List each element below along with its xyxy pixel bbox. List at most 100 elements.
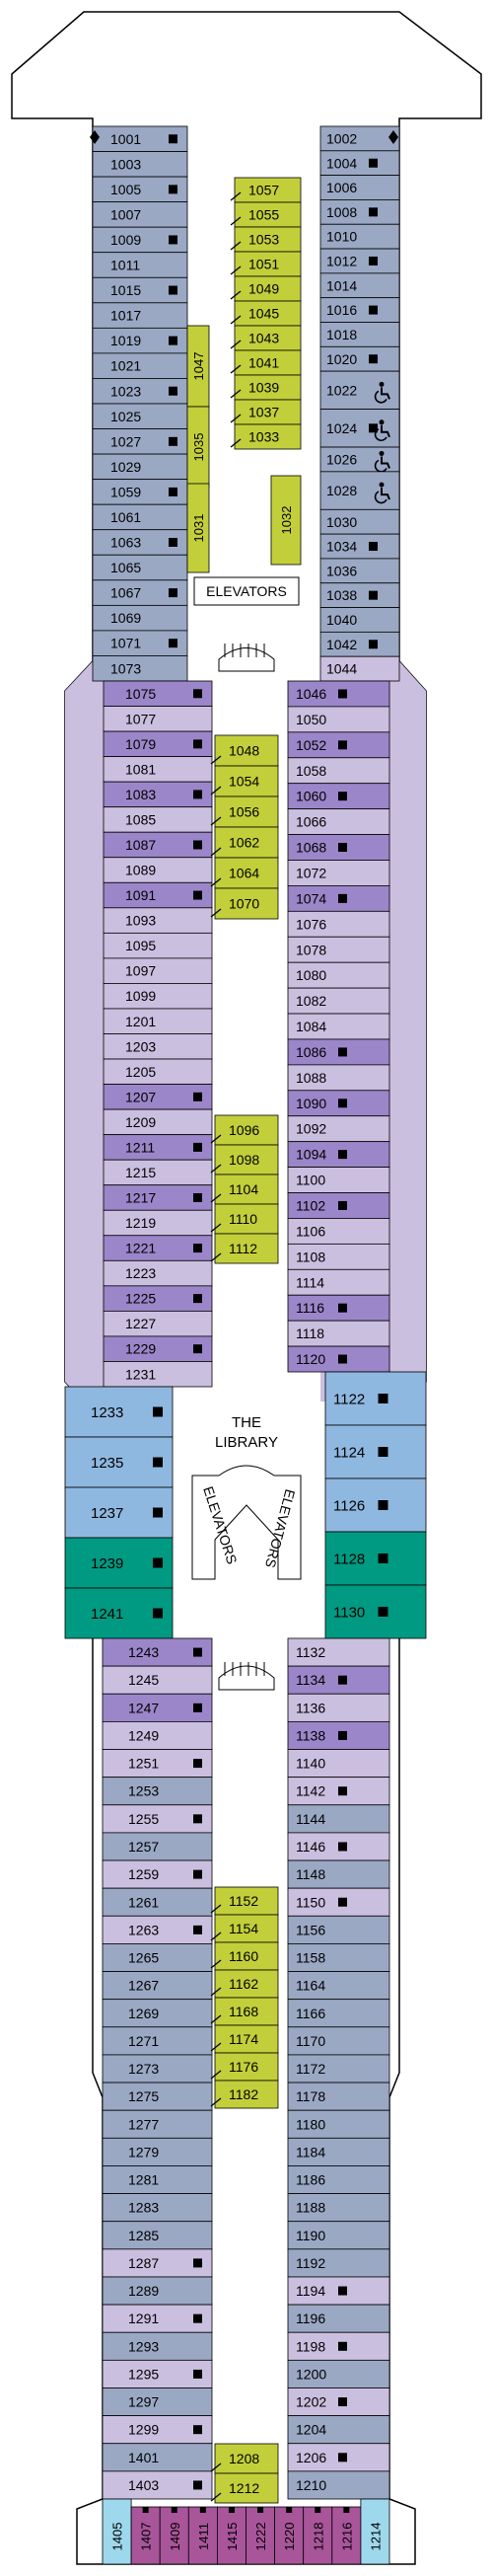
cabin-1031[interactable]: 1031 xyxy=(186,483,210,573)
cabin-1082[interactable]: 1082 xyxy=(287,987,390,1015)
cabin-1005[interactable]: 1005 xyxy=(92,176,188,203)
cabin-1051[interactable]: 1051 xyxy=(230,251,302,277)
cabin-1043[interactable]: 1043 xyxy=(230,325,302,351)
cabin-1003[interactable]: 1003 xyxy=(92,151,188,178)
cabin-1088[interactable]: 1088 xyxy=(287,1064,390,1092)
cabin-1027[interactable]: 1027 xyxy=(92,428,188,455)
cabin-1203[interactable]: 1203 xyxy=(103,1033,213,1060)
cabin-1235[interactable]: 1235 xyxy=(64,1436,174,1488)
cabin-1096[interactable]: 1096 xyxy=(210,1114,279,1146)
cabin-1094[interactable]: 1094 xyxy=(287,1141,390,1168)
cabin-1010[interactable]: 1010 xyxy=(319,223,400,250)
cabin-1016[interactable]: 1016 xyxy=(319,297,400,323)
cabin-1015[interactable]: 1015 xyxy=(92,276,188,304)
cabin-1062[interactable]: 1062 xyxy=(210,826,279,859)
cabin-1075[interactable]: 1075 xyxy=(103,680,213,707)
cabin-1076[interactable]: 1076 xyxy=(287,910,390,938)
cabin-1140[interactable]: 1140 xyxy=(287,1749,390,1779)
cabin-1174[interactable]: 1174 xyxy=(210,2024,279,2054)
cabin-1158[interactable]: 1158 xyxy=(287,1943,390,1972)
cabin-1108[interactable]: 1108 xyxy=(287,1243,390,1270)
cabin-1227[interactable]: 1227 xyxy=(103,1310,213,1337)
cabin-1259[interactable]: 1259 xyxy=(102,1859,213,1889)
cabin-1066[interactable]: 1066 xyxy=(287,808,390,835)
cabin-1077[interactable]: 1077 xyxy=(103,706,213,732)
cabin-1012[interactable]: 1012 xyxy=(319,248,400,274)
cabin-1033[interactable]: 1033 xyxy=(230,423,302,450)
cabin-1055[interactable]: 1055 xyxy=(230,201,302,228)
cabin-1221[interactable]: 1221 xyxy=(103,1235,213,1261)
cabin-1281[interactable]: 1281 xyxy=(102,2165,213,2194)
cabin-1198[interactable]: 1198 xyxy=(287,2331,390,2361)
cabin-1087[interactable]: 1087 xyxy=(103,831,213,859)
cabin-1275[interactable]: 1275 xyxy=(102,2082,213,2111)
cabin-1029[interactable]: 1029 xyxy=(92,453,188,481)
cabin-1265[interactable]: 1265 xyxy=(102,1943,213,1972)
cabin-1263[interactable]: 1263 xyxy=(102,1915,213,1944)
cabin-1063[interactable]: 1063 xyxy=(92,529,188,556)
cabin-1042[interactable]: 1042 xyxy=(319,631,400,657)
cabin-1287[interactable]: 1287 xyxy=(102,2248,213,2278)
cabin-1211[interactable]: 1211 xyxy=(103,1134,213,1161)
cabin-1018[interactable]: 1018 xyxy=(319,322,400,347)
cabin-1225[interactable]: 1225 xyxy=(103,1285,213,1312)
cabin-1222[interactable]: 1222 xyxy=(246,2506,276,2565)
cabin-1403[interactable]: 1403 xyxy=(102,2470,213,2500)
cabin-1086[interactable]: 1086 xyxy=(287,1038,390,1066)
cabin-1186[interactable]: 1186 xyxy=(287,2165,390,2194)
cabin-1091[interactable]: 1091 xyxy=(103,881,213,909)
cabin-1112[interactable]: 1112 xyxy=(210,1233,279,1264)
cabin-1241[interactable]: 1241 xyxy=(64,1587,174,1639)
cabin-1162[interactable]: 1162 xyxy=(210,1969,279,1999)
cabin-1014[interactable]: 1014 xyxy=(319,272,400,299)
cabin-1095[interactable]: 1095 xyxy=(103,932,213,959)
cabin-1212[interactable]: 1212 xyxy=(210,2472,279,2504)
cabin-1037[interactable]: 1037 xyxy=(230,399,302,425)
cabin-1065[interactable]: 1065 xyxy=(92,554,188,581)
cabin-1045[interactable]: 1045 xyxy=(230,300,302,327)
cabin-1233[interactable]: 1233 xyxy=(64,1386,174,1438)
cabin-1054[interactable]: 1054 xyxy=(210,765,279,797)
cabin-1407[interactable]: 1407 xyxy=(130,2506,161,2565)
cabin-1271[interactable]: 1271 xyxy=(102,2026,213,2056)
cabin-1231[interactable]: 1231 xyxy=(103,1361,213,1388)
cabin-1209[interactable]: 1209 xyxy=(103,1108,213,1136)
cabin-1126[interactable]: 1126 xyxy=(324,1477,427,1533)
cabin-1038[interactable]: 1038 xyxy=(319,582,400,608)
cabin-1057[interactable]: 1057 xyxy=(230,177,302,203)
cabin-1204[interactable]: 1204 xyxy=(287,2415,390,2445)
cabin-1058[interactable]: 1058 xyxy=(287,757,390,785)
cabin-1201[interactable]: 1201 xyxy=(103,1008,213,1034)
cabin-1080[interactable]: 1080 xyxy=(287,961,390,989)
cabin-1009[interactable]: 1009 xyxy=(92,226,188,254)
cabin-1034[interactable]: 1034 xyxy=(319,533,400,560)
cabin-1279[interactable]: 1279 xyxy=(102,2137,213,2166)
cabin-1251[interactable]: 1251 xyxy=(102,1749,213,1779)
cabin-1067[interactable]: 1067 xyxy=(92,579,188,606)
cabin-1021[interactable]: 1021 xyxy=(92,352,188,379)
cabin-1024[interactable]: 1024 xyxy=(319,409,400,448)
cabin-1202[interactable]: 1202 xyxy=(287,2387,390,2417)
cabin-1144[interactable]: 1144 xyxy=(287,1804,390,1834)
cabin-1001[interactable]: 1001 xyxy=(92,125,188,152)
cabin-1196[interactable]: 1196 xyxy=(287,2304,390,2333)
cabin-1295[interactable]: 1295 xyxy=(102,2359,213,2388)
cabin-1152[interactable]: 1152 xyxy=(210,1886,279,1916)
cabin-1092[interactable]: 1092 xyxy=(287,1115,390,1143)
cabin-1253[interactable]: 1253 xyxy=(102,1777,213,1806)
cabin-1099[interactable]: 1099 xyxy=(103,983,213,1010)
cabin-1098[interactable]: 1098 xyxy=(210,1144,279,1175)
cabin-1415[interactable]: 1415 xyxy=(216,2506,246,2565)
cabin-1176[interactable]: 1176 xyxy=(210,2052,279,2082)
cabin-1142[interactable]: 1142 xyxy=(287,1777,390,1806)
cabin-1207[interactable]: 1207 xyxy=(103,1084,213,1110)
cabin-1257[interactable]: 1257 xyxy=(102,1832,213,1861)
cabin-1219[interactable]: 1219 xyxy=(103,1209,213,1237)
cabin-1090[interactable]: 1090 xyxy=(287,1090,390,1117)
cabin-1210[interactable]: 1210 xyxy=(287,2470,390,2500)
cabin-1056[interactable]: 1056 xyxy=(210,796,279,828)
cabin-1011[interactable]: 1011 xyxy=(92,252,188,278)
cabin-1206[interactable]: 1206 xyxy=(287,2443,390,2472)
cabin-1130[interactable]: 1130 xyxy=(324,1584,427,1639)
cabin-1237[interactable]: 1237 xyxy=(64,1486,174,1539)
